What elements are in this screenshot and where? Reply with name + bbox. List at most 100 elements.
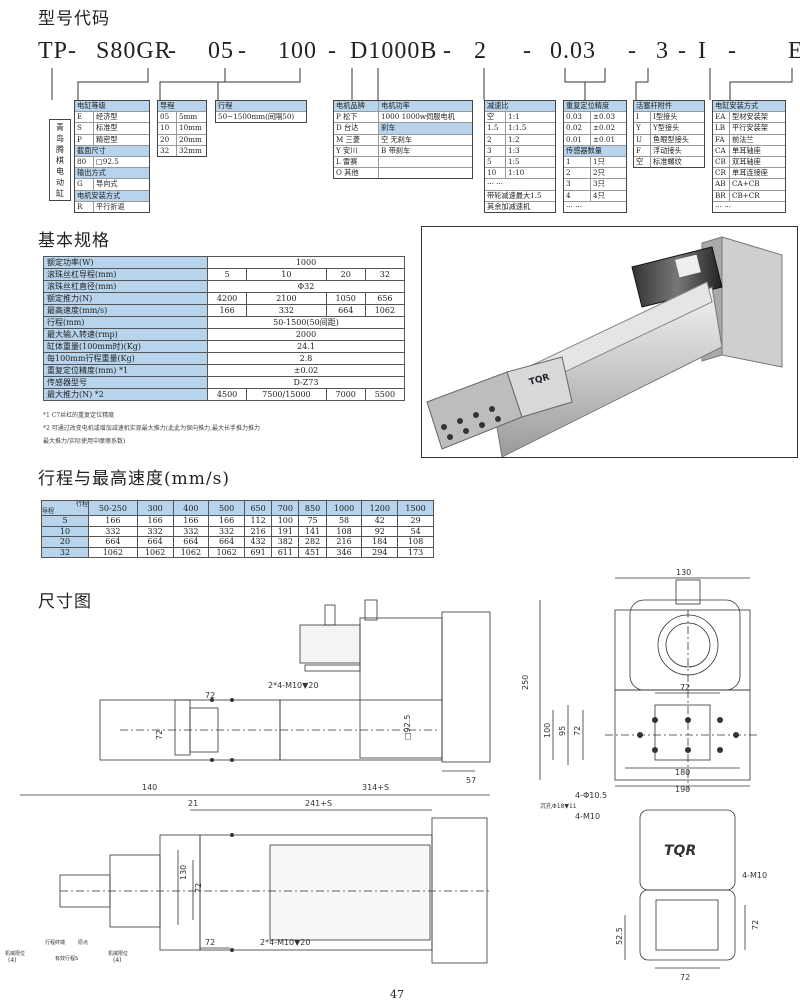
dim-190: 190 <box>675 785 690 794</box>
spec-label: 行程(mm) <box>43 316 208 329</box>
code-box-row: 传感器数量 <box>564 144 626 157</box>
model-code-part: - <box>68 38 77 64</box>
speed-value: 611 <box>271 546 300 558</box>
speed-value: 382 <box>271 536 300 548</box>
spec-value: 2100 <box>246 292 327 305</box>
code-box-row: O 其他 <box>334 167 472 179</box>
spec-label: 额定功率(W) <box>43 256 208 269</box>
limit-label-3: 原点 <box>78 940 88 946</box>
speed-value: 166 <box>172 515 210 527</box>
spec-value: 332 <box>246 304 327 317</box>
code-box-row: M 三菱空 无刹车 <box>334 133 472 145</box>
speed-lead: 5 <box>41 515 89 527</box>
speed-value: 216 <box>325 536 363 548</box>
dim-95: 95 <box>558 726 567 736</box>
limit-label-4: 机械限位 <box>108 950 128 957</box>
note-3: 最大推力/实际使用中摩擦系数) <box>43 438 126 445</box>
code-box-row: D 台达刹车 <box>334 122 472 134</box>
dim-hole-2: 沉孔Φ18▼11 <box>540 802 577 810</box>
limit-label-2: 行程终端 <box>45 939 65 946</box>
dim-72b: 72 <box>573 726 582 736</box>
vertical-brand-label: 青岛腾棋电动缸 <box>49 119 71 201</box>
product-photo: TQR <box>421 226 798 458</box>
code-box-row: 行程 <box>216 101 306 112</box>
speed-stroke-header: 850 <box>298 500 327 516</box>
code-box-row: 重复定位精度 <box>564 101 626 112</box>
model-code-part: - <box>728 38 737 64</box>
model-code-part: TP <box>38 38 69 64</box>
code-box-row: 减速比 <box>485 101 555 112</box>
dim-sq: □92.5 <box>403 715 412 740</box>
speed-value: 294 <box>361 546 399 558</box>
speed-value: 691 <box>243 546 273 558</box>
dims-title: 尺寸图 <box>38 592 92 612</box>
vertical-label-char: 岛 <box>56 134 64 143</box>
spec-value: 2.8 <box>207 352 405 365</box>
spec-title: 基本规格 <box>38 231 110 251</box>
speed-value: 1062 <box>88 546 138 558</box>
spec-label: 缸体重量(100mm时)(Kg) <box>43 340 208 353</box>
dim-130: 130 <box>676 568 691 577</box>
speed-value: 141 <box>298 525 327 537</box>
spec-value: D-Z73 <box>207 376 405 389</box>
speed-value: 184 <box>361 536 399 548</box>
speed-value: 1062 <box>136 546 174 558</box>
dim-250: 250 <box>521 675 530 690</box>
speed-stroke-header: 1000 <box>325 500 363 516</box>
speed-stroke-header: 500 <box>208 500 245 516</box>
limit-v4b: (4) <box>113 957 122 964</box>
spec-value: Φ32 <box>207 280 405 293</box>
speed-lead: 10 <box>41 525 89 537</box>
dim-100: 100 <box>543 723 552 738</box>
speed-stroke-header: 400 <box>172 500 210 516</box>
model-code-part: 3 <box>656 38 669 64</box>
speed-value: 75 <box>298 515 327 527</box>
spec-row: 重复定位精度(mm) *1±0.02 <box>43 364 405 377</box>
code-box-row: 0.03±0.03 <box>564 111 626 123</box>
spec-label: 传感器型号 <box>43 376 208 389</box>
speed-value: 166 <box>88 515 138 527</box>
dim-241: 241+S <box>305 799 332 808</box>
dim-314: 314+S <box>362 783 389 792</box>
speed-stroke-header: 650 <box>243 500 273 516</box>
spec-row: 每100mm行程重量(Kg)2.8 <box>43 352 405 365</box>
speed-value: 112 <box>243 515 273 527</box>
dim-hole-1: 4-Φ10.5 <box>575 791 607 800</box>
model-code-part: - <box>443 38 452 64</box>
spec-value: ±0.02 <box>207 364 405 377</box>
speed-value: 346 <box>325 546 363 558</box>
code-box-row: 输出方式 <box>75 167 149 179</box>
speed-value: 191 <box>271 525 300 537</box>
model-code-part: S80GR <box>96 38 172 64</box>
dim-hole-3: 4-M10 <box>575 812 600 821</box>
model-code-part: 2 <box>474 38 487 64</box>
spec-value: 10 <box>246 268 327 281</box>
model-code-part: 100 <box>278 38 317 64</box>
code-box-row: 电机安装方式 <box>75 189 149 201</box>
model-code-part: - <box>678 38 687 64</box>
speed-value: 108 <box>325 525 363 537</box>
vertical-label-char: 缸 <box>56 189 64 198</box>
spec-value: 24.1 <box>207 340 405 353</box>
spec-value: 166 <box>206 304 248 317</box>
spec-value: 7500/15000 <box>246 388 327 401</box>
spec-value: 1050 <box>325 292 366 305</box>
dim-180: 180 <box>675 768 690 777</box>
vertical-label-char: 电 <box>56 167 64 176</box>
speed-value: 173 <box>397 546 434 558</box>
model-code-part: - <box>238 38 247 64</box>
dim-72h: 72 <box>205 938 215 947</box>
